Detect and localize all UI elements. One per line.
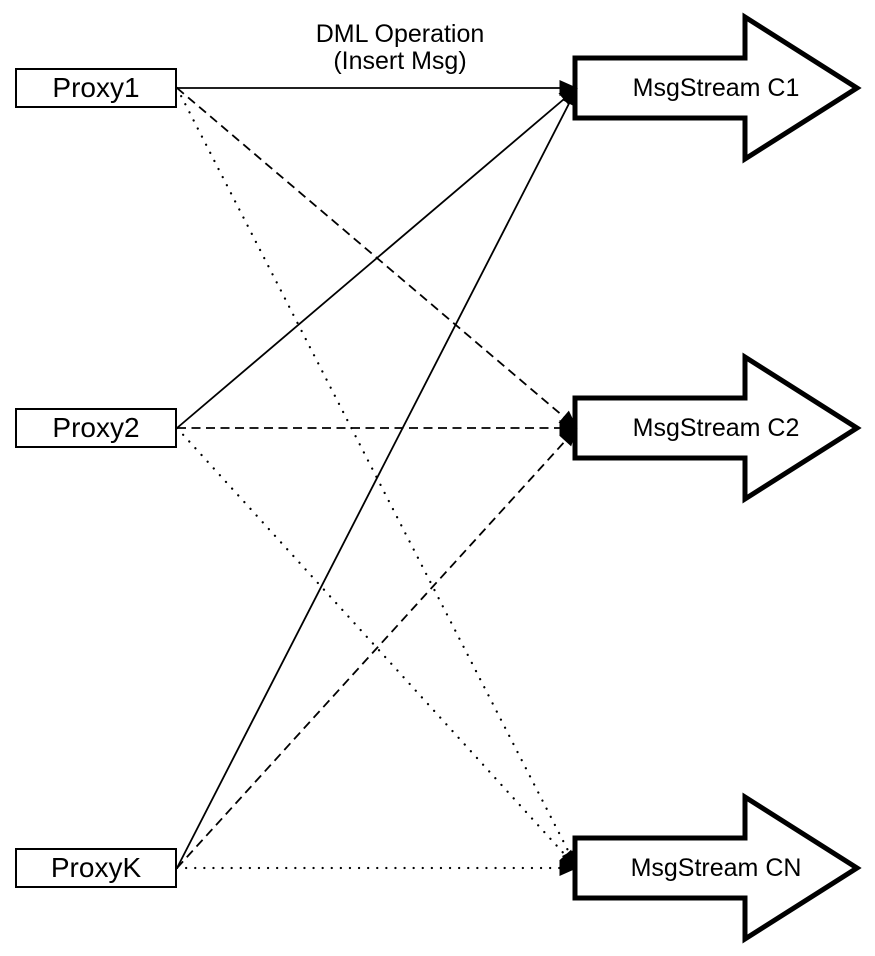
connection-proxy2-c1: [176, 87, 578, 429]
msgstream-arrow-c2: [572, 352, 862, 504]
proxy-box-proxyk: ProxyK: [15, 848, 177, 888]
dml-operation-line2: (Insert Msg): [333, 47, 467, 75]
proxy-box-proxy2: Proxy2: [15, 408, 177, 448]
proxy-label-proxyk: ProxyK: [50, 852, 142, 883]
proxy-label-proxy2: Proxy2: [52, 412, 140, 443]
proxy-box-proxy1: Proxy1: [15, 68, 177, 108]
proxy-label-proxy1: Proxy1: [52, 72, 140, 103]
connection-proxy2-cn: [175, 426, 579, 870]
dml-operation-line1: DML Operation: [315, 20, 485, 48]
connection-proxyk-c1: [176, 87, 578, 869]
msgstream-arrow-c1: [572, 12, 862, 164]
connection-proxy1-cn: [175, 86, 579, 870]
msgstream-arrow-cn: [572, 792, 862, 944]
dml-operation-label: DML Operation (Insert Msg): [250, 21, 550, 75]
connection-proxyk-c2: [176, 427, 578, 869]
